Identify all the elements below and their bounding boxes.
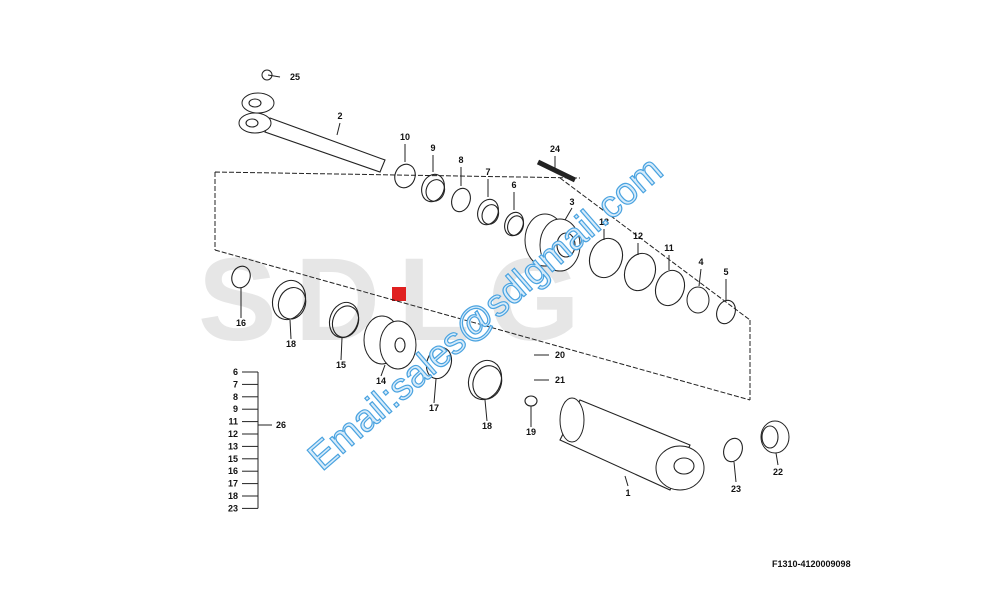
- callout-7: 7: [485, 167, 490, 177]
- callout-labels: 25 2 10 9 8 7 6 24 3 13 12 11 4 5 16 18 15 14 17 18 19 20 21 1 2…: [236, 72, 783, 498]
- callout-24: 24: [550, 144, 560, 154]
- kit-item-18: 18: [228, 491, 238, 501]
- callout-3: 3: [569, 197, 574, 207]
- seal-kit-list: 6 7 8 9 11 12 13 15 16 17 18 23 26: [228, 367, 286, 513]
- leader-line: [624, 475, 629, 487]
- tube-end: [559, 397, 585, 443]
- washer: [524, 395, 538, 407]
- callout-21: 21: [555, 375, 565, 385]
- kit-item-8: 8: [233, 392, 238, 402]
- seal-ring: [231, 265, 251, 289]
- eye-hole: [248, 98, 262, 108]
- bushing-bore: [761, 425, 779, 449]
- kit-item-6: 6: [233, 367, 238, 377]
- seal-ring: [421, 173, 445, 203]
- seal-ring: [654, 269, 686, 307]
- callout-1: 1: [625, 488, 630, 498]
- watermark-red-square: [392, 287, 406, 301]
- callout-15: 15: [336, 360, 346, 370]
- drawing-code: F1310-4120009098: [772, 559, 851, 569]
- callout-13: 13: [599, 217, 609, 227]
- piston-face: [379, 320, 417, 370]
- callout-9: 9: [430, 143, 435, 153]
- callout-12: 12: [633, 231, 643, 241]
- leader-line: [267, 74, 281, 78]
- seal-ring: [723, 437, 743, 463]
- seal-ring: [451, 187, 471, 213]
- callout-19: 19: [526, 427, 536, 437]
- leader-line: [336, 122, 341, 136]
- grease-nipple: [261, 69, 273, 81]
- kit-item-11: 11: [228, 417, 238, 427]
- leader-line: [698, 268, 702, 287]
- bushing: [686, 286, 710, 314]
- seal-ring-inner: [507, 215, 525, 236]
- rod-eye-bottom: [238, 112, 272, 134]
- callout-18: 18: [286, 339, 296, 349]
- seal-ring: [425, 346, 453, 380]
- callout-20: 20: [555, 350, 565, 360]
- seal-ring: [328, 301, 360, 339]
- seal-ring: [477, 198, 499, 226]
- callout-18: 18: [482, 421, 492, 431]
- seal-ring: [716, 299, 736, 325]
- leader-line: [340, 337, 343, 361]
- callout-8: 8: [458, 155, 463, 165]
- callout-25: 25: [290, 72, 300, 82]
- seal-ring-inner: [472, 365, 503, 400]
- callout-17: 17: [429, 403, 439, 413]
- callout-16: 16: [236, 318, 246, 328]
- cylinder-head-bore: [556, 232, 576, 258]
- callout-6: 6: [511, 180, 516, 190]
- callout-22: 22: [773, 467, 783, 477]
- kit-item-23: 23: [228, 503, 238, 513]
- eye-hole: [245, 118, 259, 128]
- cylinder-head-face: [539, 218, 581, 272]
- seal-ring: [271, 279, 307, 321]
- kit-label: 26: [276, 420, 286, 430]
- piston-rod: [264, 117, 386, 173]
- seal-ring-inner: [331, 305, 360, 338]
- bolt: [536, 159, 577, 183]
- callout-23: 23: [731, 484, 741, 494]
- frame-line: [214, 171, 751, 401]
- leader-line: [380, 364, 386, 377]
- leader-line: [289, 319, 292, 340]
- leader-line: [564, 207, 573, 221]
- callout-11: 11: [664, 243, 674, 253]
- seal-ring: [623, 252, 657, 292]
- frame-line: [559, 177, 751, 400]
- tube-eye-hole: [673, 457, 695, 475]
- kit-item-12: 12: [228, 429, 238, 439]
- kit-item-9: 9: [233, 404, 238, 414]
- kit-item-17: 17: [228, 479, 238, 489]
- kit-item-13: 13: [228, 441, 238, 451]
- bushing: [760, 420, 790, 454]
- kit-item-16: 16: [228, 466, 238, 476]
- seal-ring: [504, 211, 524, 237]
- leader-line: [733, 461, 737, 483]
- callout-14: 14: [376, 376, 386, 386]
- seal-ring: [394, 163, 416, 189]
- tube-eye: [655, 445, 705, 491]
- parts-drawing: [214, 69, 790, 491]
- leader-line: [775, 452, 779, 466]
- callout-10: 10: [400, 132, 410, 142]
- piston-bore: [394, 337, 406, 353]
- seal-ring-inner: [481, 204, 500, 225]
- kit-item-7: 7: [233, 379, 238, 389]
- seal-ring: [588, 237, 624, 279]
- seal-ring-inner: [425, 179, 446, 202]
- callout-5: 5: [723, 267, 728, 277]
- callout-2: 2: [337, 111, 342, 121]
- seal-ring-inner: [277, 286, 307, 320]
- leader-line: [484, 399, 488, 422]
- seal-ring: [467, 359, 503, 401]
- callout-4: 4: [698, 257, 703, 267]
- rod-eye-top: [241, 92, 275, 114]
- kit-item-15: 15: [228, 454, 238, 464]
- leader-line: [433, 378, 437, 404]
